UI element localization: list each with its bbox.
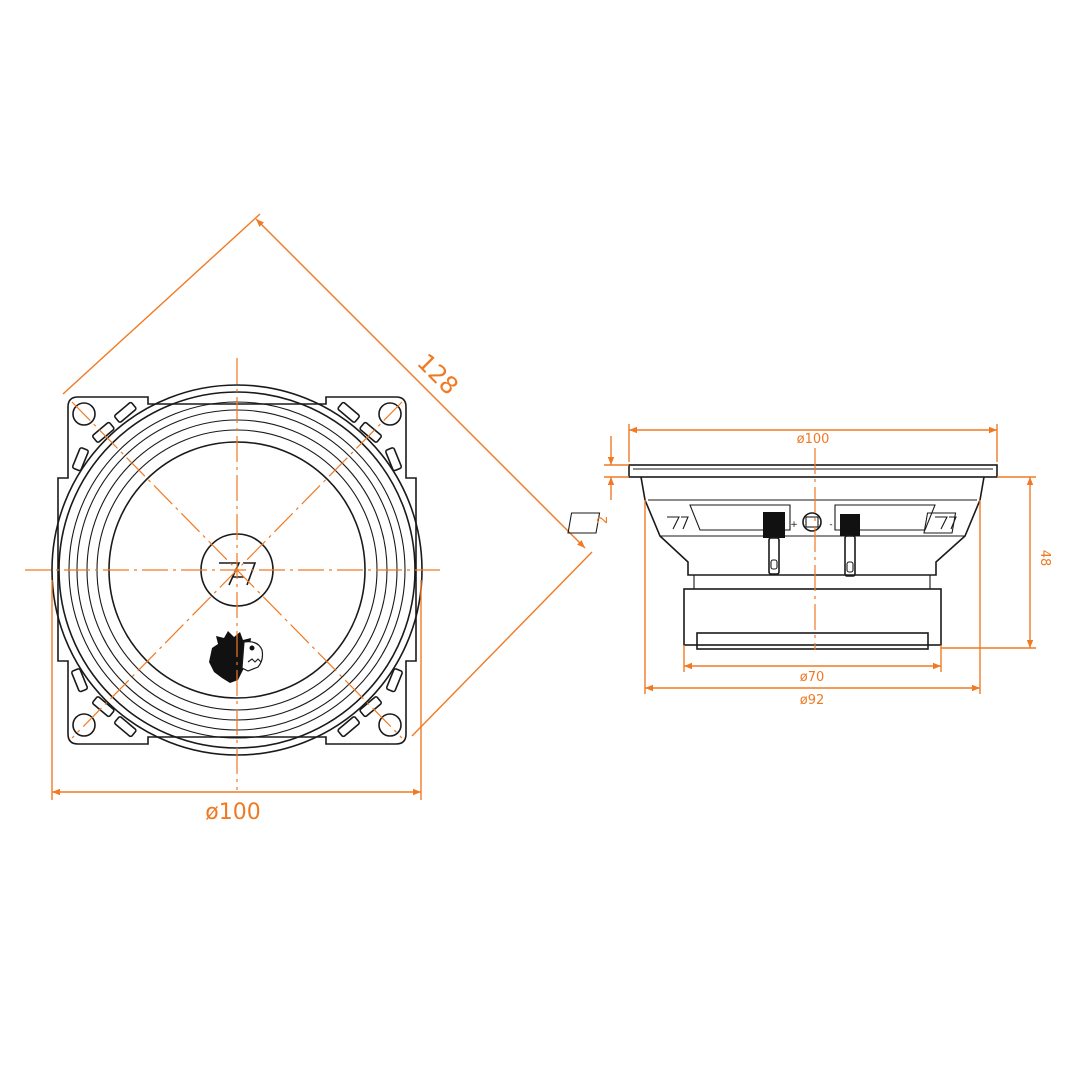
side-top-diameter-dimension: ø100 — [628, 424, 998, 462]
magnet-base — [696, 632, 929, 650]
terminal-block-positive — [763, 512, 785, 538]
basket-outline — [640, 476, 985, 576]
basket-diameter-label: ø92 — [800, 693, 825, 708]
terminal-minus-label: - — [829, 520, 832, 530]
front-diameter-dimension: ø100 — [51, 580, 422, 825]
mascot-logo-icon — [209, 631, 264, 683]
flange-thickness-dimension: 2 — [596, 436, 629, 524]
terminals: + - — [763, 512, 860, 577]
basket-logo-left-icon — [567, 512, 689, 534]
basket-window-left — [689, 504, 791, 531]
mounting-hole-bottom-right — [378, 713, 402, 737]
depth-label: 48 — [1037, 550, 1052, 567]
magnet-diameter-dimension: ø70 — [683, 645, 942, 685]
flange-thickness-label: 2 — [596, 516, 611, 524]
magnet-body — [683, 588, 942, 646]
brand-logo-icon — [219, 562, 257, 586]
terminal-plus-label: + — [790, 520, 798, 530]
basket-logo-right-icon — [923, 512, 957, 534]
diagonal-label: 128 — [412, 348, 464, 400]
side-view: + - ø100 2 48 — [567, 424, 1052, 708]
side-top-diameter-label: ø100 — [797, 432, 830, 447]
terminal-tab-positive — [768, 537, 780, 575]
mounting-hole-top-left — [72, 402, 96, 426]
front-view: ø100 128 — [25, 213, 593, 825]
terminal-block-negative — [840, 514, 860, 536]
basket-diameter-dimension: ø92 — [644, 500, 981, 708]
front-diameter-label: ø100 — [205, 800, 260, 825]
diagonal-dimension: 128 — [62, 213, 593, 737]
magnet-diameter-label: ø70 — [800, 670, 825, 685]
mounting-hole-bottom-left — [72, 713, 96, 737]
top-flange — [628, 464, 998, 478]
terminal-tab-negative — [844, 535, 856, 577]
terminal-center-screw — [802, 512, 822, 532]
depth-dimension: 48 — [941, 476, 1052, 649]
